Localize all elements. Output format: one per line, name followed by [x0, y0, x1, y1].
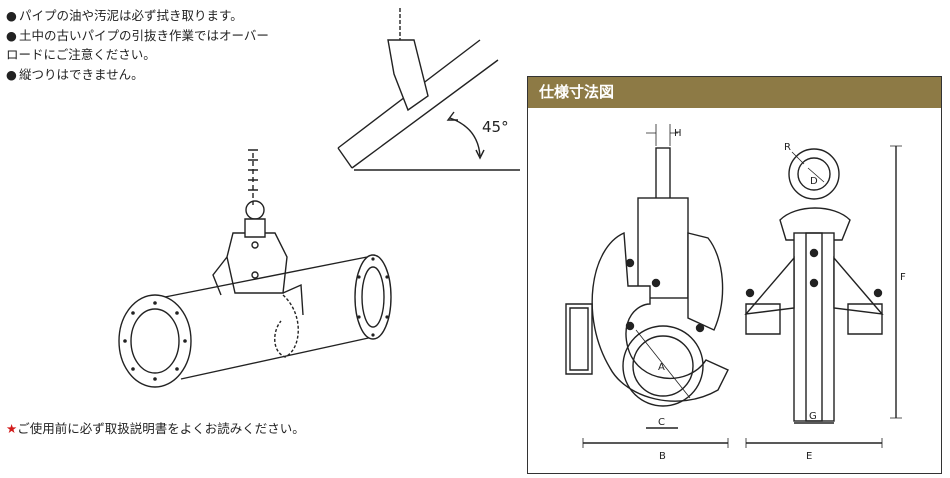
dimension-label-r: R — [784, 142, 791, 153]
caution-text: ご使用前に必ず取扱説明書をよくお読みください。 — [17, 421, 305, 436]
dimension-label-f: F — [900, 272, 906, 283]
note-continuation: ロードにご注意ください。 — [6, 47, 156, 62]
dimension-drawing: H A B C D E F G R — [565, 124, 906, 462]
note-item: ● パイプの油や汚泥は必ず拭き取ります。 — [6, 6, 269, 26]
angle-label: 45° — [482, 118, 509, 136]
dimension-label-b: B — [659, 451, 666, 462]
note-text: 土中の古いパイプの引抜き作業ではオーバー — [19, 27, 269, 43]
dimension-label-g: G — [809, 411, 817, 422]
bullet-icon: ● — [6, 66, 17, 82]
star-icon: ★ — [6, 421, 18, 436]
dimension-label-c: C — [658, 417, 665, 428]
note-text: 縦つりはできません。 — [19, 66, 144, 82]
lifting-angle-illustration: 45° — [337, 8, 520, 171]
spec-dimension-panel: 仕様寸法図 — [527, 76, 942, 474]
dimension-label-a: A — [658, 362, 665, 373]
note-text: パイプの油や汚泥は必ず拭き取ります。 — [19, 8, 243, 23]
bullet-icon: ● — [6, 8, 17, 23]
note-item: ● 縦つりはできません。 — [6, 65, 269, 85]
pipe-clamp-illustration — [118, 149, 392, 388]
dimension-label-e: E — [806, 451, 812, 462]
notes-list: ● パイプの油や汚泥は必ず拭き取ります。 ● 土中の古いパイプの引抜き作業ではオ… — [6, 6, 269, 84]
dimension-label-d: D — [810, 176, 818, 187]
bullet-icon: ● — [6, 27, 17, 43]
note-item: ● 土中の古いパイプの引抜き作業ではオーバー — [6, 26, 269, 46]
caution-note: ★ご使用前に必ず取扱説明書をよくお読みください。 — [6, 418, 305, 437]
spec-title: 仕様寸法図 — [528, 77, 941, 108]
dimension-label-h: H — [674, 128, 682, 139]
